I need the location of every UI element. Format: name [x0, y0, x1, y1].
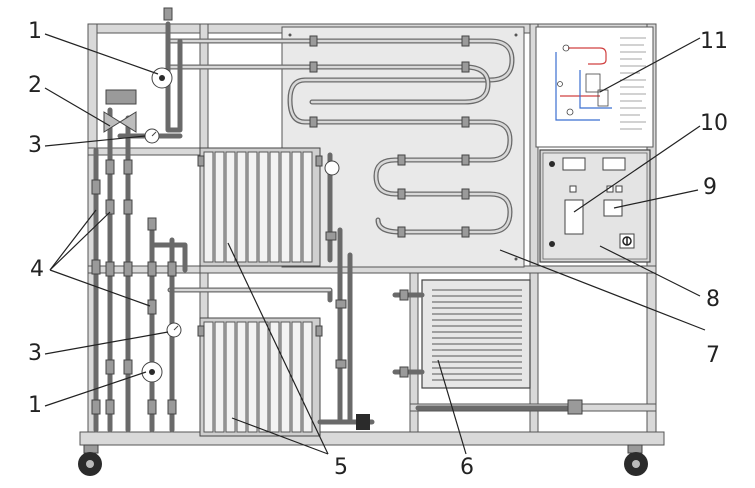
left-piping	[91, 7, 188, 433]
callout-11: 11	[700, 29, 728, 54]
callout-8: 8	[706, 287, 720, 312]
pump-bottom	[141, 361, 163, 383]
pump-top	[151, 67, 173, 89]
callout-10: 10	[700, 111, 728, 136]
main-switch	[619, 233, 635, 249]
exchanger-pipe-manifold	[167, 152, 583, 430]
callout-labels: 1 2 3 4 3 1 5 6 7 8 9 10 11	[28, 19, 728, 480]
caster-wheel-right	[624, 444, 648, 476]
indicator-lamp-bottom	[549, 241, 555, 247]
callout-7: 7	[706, 343, 720, 368]
gauge-top	[144, 128, 160, 144]
leader-lines	[44, 33, 706, 455]
callout-3-bottom: 3	[28, 341, 42, 366]
tube-heat-exchanger-panel	[167, 26, 525, 268]
controller-display-left	[564, 199, 584, 235]
finned-heat-exchanger-lower	[197, 317, 323, 437]
tank-with-louvers	[392, 279, 531, 389]
control-cabinet	[539, 149, 651, 263]
caster-wheel-left	[78, 444, 102, 476]
callout-1-bottom: 1	[28, 393, 42, 418]
callout-3-top: 3	[28, 133, 42, 158]
callout-1-top: 1	[28, 19, 42, 44]
indicator-lamp-top	[549, 161, 555, 167]
finned-heat-exchanger-upper	[197, 147, 323, 267]
callout-6: 6	[460, 455, 474, 480]
callout-4: 4	[30, 257, 44, 282]
callout-2: 2	[28, 73, 42, 98]
gauge-bottom	[166, 322, 182, 338]
display-right	[602, 157, 626, 171]
display-left	[562, 157, 586, 171]
schematic-display-panel	[535, 26, 654, 148]
controller-display-right	[603, 199, 623, 217]
mixing-valve	[103, 89, 137, 133]
callout-9: 9	[703, 175, 717, 200]
callout-5: 5	[334, 455, 348, 480]
flow-sensor-right	[324, 160, 340, 176]
